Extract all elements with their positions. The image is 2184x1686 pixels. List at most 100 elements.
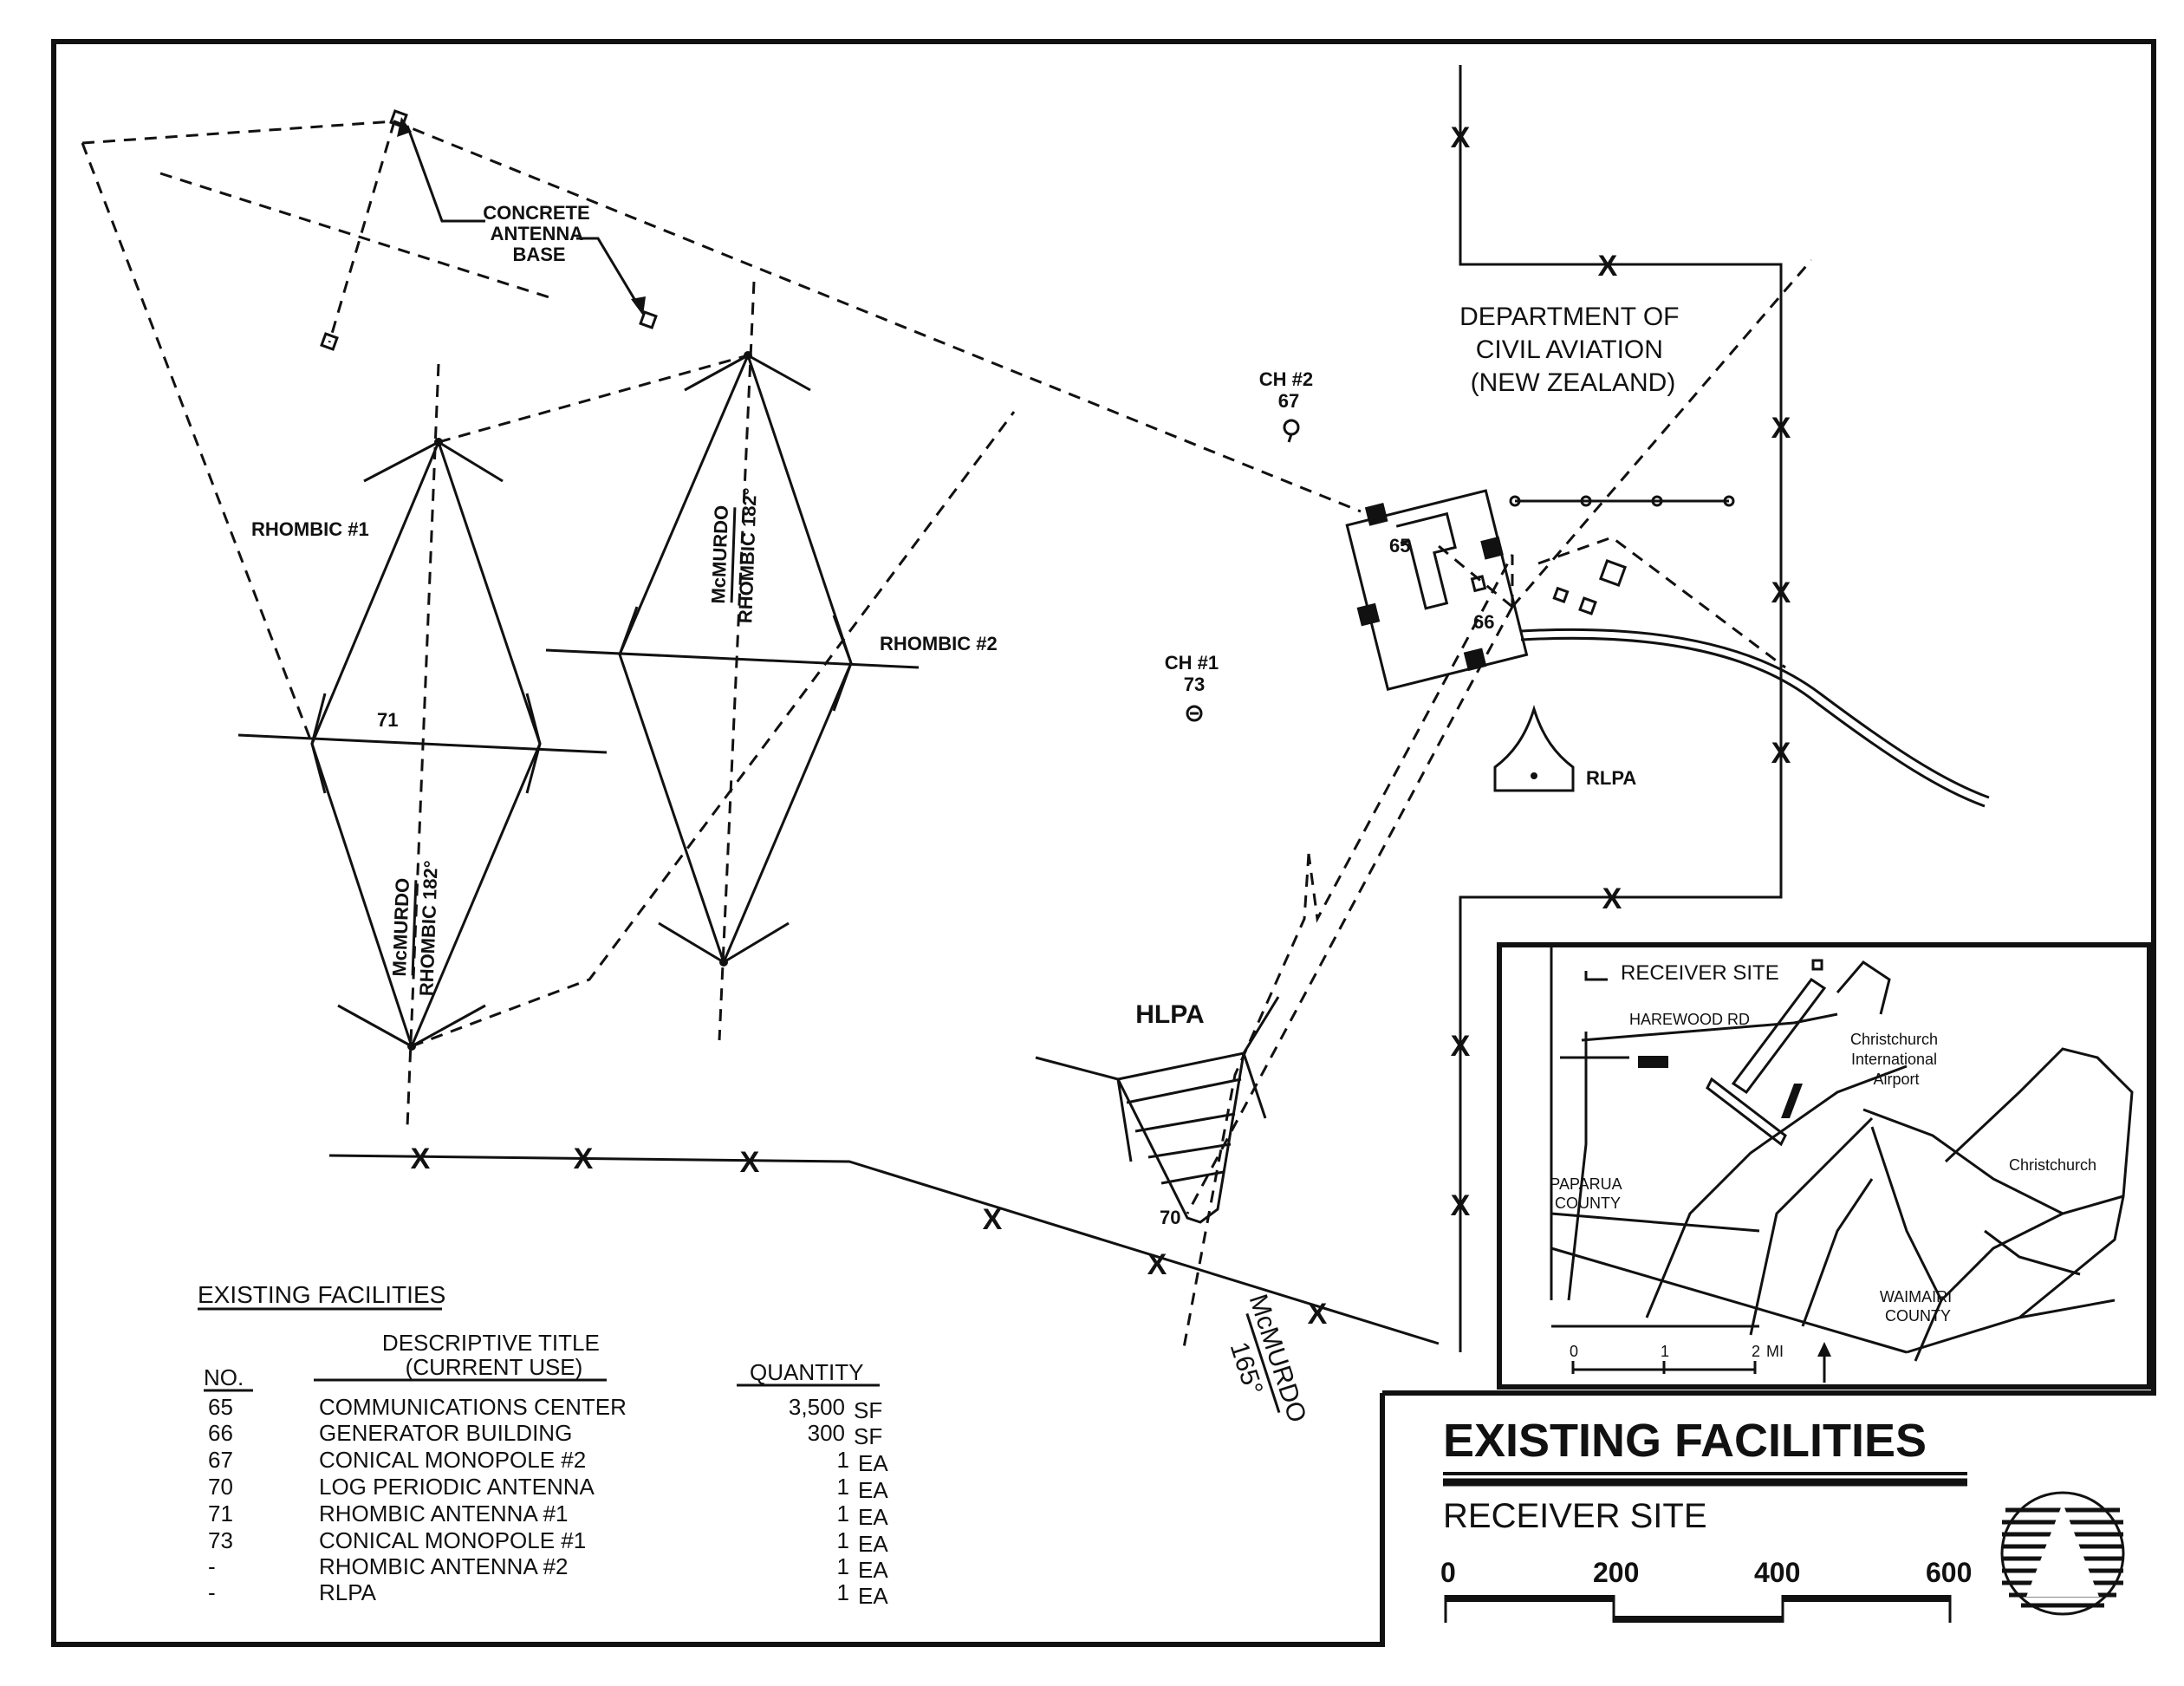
svg-text:SF: SF [854,1397,882,1423]
svg-text:RHOMBIC 182°: RHOMBIC 182° [415,860,441,996]
svg-text:RHOMBIC ANTENNA #1: RHOMBIC ANTENNA #1 [319,1500,569,1527]
svg-text:3,500: 3,500 [789,1394,845,1420]
svg-text:CONICAL MONOPOLE #2: CONICAL MONOPOLE #2 [319,1447,586,1473]
svg-text:X: X [1602,882,1622,915]
svg-text:X: X [740,1146,760,1179]
inset-airport-label: Christchurch International Airport [1850,1031,1942,1088]
legend-row: 71 RHOMBIC ANTENNA #1 1 EA [208,1500,888,1530]
map-subtitle: RECEIVER SITE [1443,1497,1707,1535]
fence-line [328,65,1783,1352]
legend-col-no: NO. [204,1364,244,1390]
svg-text:1: 1 [837,1500,849,1527]
map-title: EXISTING FACILITIES [1443,1415,1927,1467]
svg-text:X: X [1598,250,1618,283]
inset-scale-2: 2 [1752,1343,1760,1360]
conical-monopole-1 [1186,705,1203,722]
svg-text:RHOMBIC 182°: RHOMBIC 182° [734,487,760,623]
inset-scale-0: 0 [1570,1343,1578,1360]
fence-markers: X X X X X X X X X X X X X X [411,121,1791,1331]
svg-text:X: X [1771,737,1791,770]
agency-logo [2000,1491,2125,1616]
scale-label-0: 0 [1440,1557,1456,1588]
inset-scale-1: 1 [1661,1343,1669,1360]
svg-text:COMMUNICATIONS CENTER: COMMUNICATIONS CENTER [319,1394,627,1420]
svg-text:X: X [411,1142,431,1175]
mcmurdo-rhombic-label-1: McMURDO RHOMBIC 182° [388,860,442,996]
svg-text:CONICAL MONOPOLE #1: CONICAL MONOPOLE #1 [319,1527,586,1553]
facilities-legend: EXISTING FACILITIES DESCRIPTIVE TITLE (C… [198,1281,888,1609]
legend-row: 73 CONICAL MONOPOLE #1 1 EA [208,1527,888,1557]
antenna-70-number: 70 [1160,1207,1180,1228]
legend-row: - RHOMBIC ANTENNA #2 1 EA [208,1553,888,1583]
inset-scale-unit: MI [1766,1343,1784,1360]
svg-text:X: X [983,1203,1003,1236]
legend-heading: EXISTING FACILITIES [198,1281,445,1308]
wire-line [1509,495,1735,507]
rhombic-2-label: RHOMBIC #2 [880,633,998,654]
svg-text:McMURDO: McMURDO [707,505,732,604]
svg-text:EA: EA [858,1477,888,1503]
scale-label-400: 400 [1754,1557,1800,1588]
svg-text:LOG PERIODIC ANTENNA: LOG PERIODIC ANTENNA [319,1474,595,1500]
legend-col-title: DESCRIPTIVE TITLE (CURRENT USE) [382,1330,606,1380]
svg-text:1: 1 [837,1527,849,1553]
svg-text:70: 70 [208,1474,233,1500]
svg-text:McMURDO: McMURDO [388,878,413,977]
inset-receiver-site-label: RECEIVER SITE [1621,961,1779,985]
concrete-antenna-bases [320,109,658,351]
svg-text:X: X [1147,1248,1167,1281]
map-frame [51,39,2156,1647]
legend-col-qty: QUANTITY [750,1359,863,1385]
building-66-number: 66 [1473,611,1494,633]
hlpa-label: HLPA [1135,1000,1204,1029]
svg-text:-: - [208,1579,216,1605]
inset-paparua-label: PAPARUA COUNTY [1550,1175,1625,1212]
svg-text:X: X [1451,121,1471,154]
rlpa-label: RLPA [1586,767,1636,789]
mcmurdo-rhombic-label-2: McMURDO RHOMBIC 182° [707,487,761,623]
svg-text:-: - [208,1553,216,1579]
legend-row: 66 GENERATOR BUILDING 300 SF [208,1420,882,1449]
location-inset [1497,942,2152,1390]
svg-text:67: 67 [208,1447,233,1473]
svg-text:X: X [1771,412,1791,445]
log-periodic-antenna [1035,996,1280,1224]
mcmurdo-165-label: McMURDO 165° [1225,1291,1312,1426]
svg-text:EA: EA [858,1450,888,1476]
conical-monopole-2 [1283,419,1300,436]
svg-text:1: 1 [837,1447,849,1473]
svg-text:GENERATOR BUILDING: GENERATOR BUILDING [319,1420,572,1446]
svg-text:EA: EA [858,1583,888,1609]
legend-row: 70 LOG PERIODIC ANTENNA 1 EA [208,1474,888,1503]
legend-row: - RLPA 1 EA [208,1579,888,1609]
rhombic-antenna-1 [237,363,608,1128]
scale-label-600: 600 [1926,1557,1972,1588]
rlpa-antenna [1493,704,1575,792]
legend-row: 65 COMMUNICATIONS CENTER 3,500 SF [208,1394,882,1423]
svg-text:1: 1 [837,1553,849,1579]
inset-road-label: HAREWOOD RD [1629,1011,1750,1028]
svg-text:X: X [1308,1298,1328,1331]
svg-text:X: X [1451,1189,1471,1222]
svg-text:RLPA: RLPA [319,1579,377,1605]
svg-text:65: 65 [208,1394,233,1420]
svg-text:EA: EA [858,1557,888,1583]
rhombic-antenna-2 [545,281,920,1041]
ch2-label: CH #2 67 [1259,368,1318,412]
svg-text:X: X [574,1142,594,1175]
svg-text:X: X [1451,1030,1471,1063]
building-65-number: 65 [1389,535,1410,557]
antenna-71-number: 71 [377,709,398,731]
svg-text:71: 71 [208,1500,233,1527]
svg-text:66: 66 [208,1420,233,1446]
communications-center [1345,489,1529,691]
scale-label-200: 200 [1593,1557,1639,1588]
svg-text:1: 1 [837,1474,849,1500]
svg-text:SF: SF [854,1423,882,1449]
feed-lines [81,120,1813,1353]
ch1-label: CH #1 73 [1165,652,1224,695]
inset-christchurch-label: Christchurch [2009,1156,2096,1174]
svg-text:73: 73 [208,1527,233,1553]
svg-text:EA: EA [858,1531,888,1557]
